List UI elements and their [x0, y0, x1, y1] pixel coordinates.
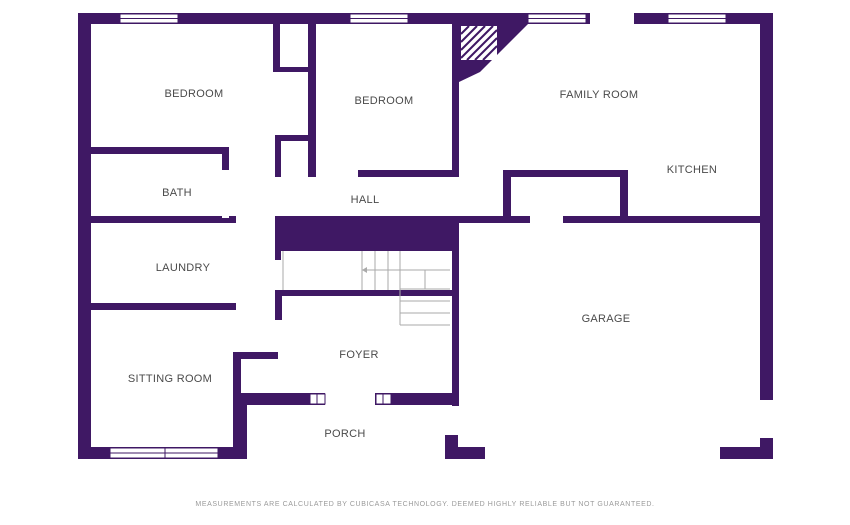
door-opening-foyer-left [275, 320, 282, 352]
label-porch: PORCH [324, 428, 365, 440]
wall-foyer-left [275, 290, 282, 320]
stair-wall-block [275, 216, 458, 251]
wall-pantry-left [503, 170, 511, 223]
wall-closet-sitting-top [233, 352, 278, 359]
wall-porch-left [241, 393, 247, 459]
garage-door-opening [485, 447, 720, 459]
wall-closet-side [308, 24, 316, 72]
wall-closet-sitting-left [233, 352, 241, 459]
wall-laundry-bottom [91, 303, 236, 310]
measurement-disclaimer: MEASUREMENTS ARE CALCULATED BY CUBICASA … [195, 501, 655, 508]
window-sitting-a [109, 447, 166, 459]
door-opening-family-top [590, 13, 634, 24]
label-bath: BATH [162, 187, 192, 199]
door-opening-pantry [530, 216, 563, 223]
label-sitting-room: SITTING ROOM [128, 373, 212, 385]
wall-hall-bottom-left [91, 216, 236, 223]
wall-laundry-bottom-b [275, 290, 455, 296]
fireplace [452, 24, 528, 82]
window-foyer-right [375, 393, 392, 405]
window-sitting-b [164, 447, 219, 459]
door-opening-sitting [236, 303, 275, 310]
room-labels: BEDROOM BEDROOM FAMILY ROOM KITCHEN BATH… [128, 88, 717, 440]
wall-bedroom-center-right [452, 24, 459, 177]
porch-opening [247, 447, 445, 459]
wall-pantry-right [620, 170, 628, 223]
wall-garage-left [452, 216, 459, 406]
door-opening-bedroom-center [316, 170, 358, 177]
wall-right-lower [760, 438, 773, 459]
wall-bedroom-center-bottom [358, 170, 458, 177]
label-bedroom-left: BEDROOM [165, 88, 224, 100]
label-family-room: FAMILY ROOM [560, 89, 639, 101]
wall-left [78, 13, 91, 459]
wall-bottom-garage-right [720, 447, 773, 459]
openings [222, 13, 773, 459]
door-opening-laundry-side [275, 260, 281, 290]
door-opening-laundry [236, 216, 275, 223]
door-opening-bedroom-left [229, 147, 275, 154]
wall-hall-bottom-right [563, 216, 760, 223]
label-bedroom-center: BEDROOM [355, 95, 414, 107]
window-bedroom-left [119, 13, 179, 24]
wall-top [78, 13, 773, 24]
stair-arrow-head [362, 267, 367, 273]
wall-bedroom-left-bottom-b [275, 135, 315, 141]
label-laundry: LAUNDRY [156, 262, 211, 274]
label-garage: GARAGE [582, 313, 631, 325]
label-foyer: FOYER [339, 349, 378, 361]
window-foyer-left [309, 393, 326, 405]
wall-closet-small-left [275, 135, 281, 177]
garage-side-door [760, 400, 773, 438]
door-opening-front [325, 393, 375, 405]
wall-bedroom-center-left [308, 65, 316, 177]
label-hall: HALL [351, 194, 380, 206]
wall-closet-top [273, 67, 311, 72]
wall-pantry-top [503, 170, 628, 177]
window-family-right [667, 13, 727, 24]
wall-bedroom-left-bottom-a [91, 147, 229, 154]
wall-porch-right [445, 435, 458, 459]
windows [109, 13, 727, 459]
wall-right [760, 13, 773, 400]
stairs [282, 251, 450, 326]
window-family-left [527, 13, 587, 24]
wall-bedroom-left-right [273, 24, 280, 72]
door-opening-bath [222, 170, 229, 218]
wall-laundry-right [275, 250, 281, 260]
window-bedroom-center [349, 13, 409, 24]
label-kitchen: KITCHEN [667, 164, 717, 176]
